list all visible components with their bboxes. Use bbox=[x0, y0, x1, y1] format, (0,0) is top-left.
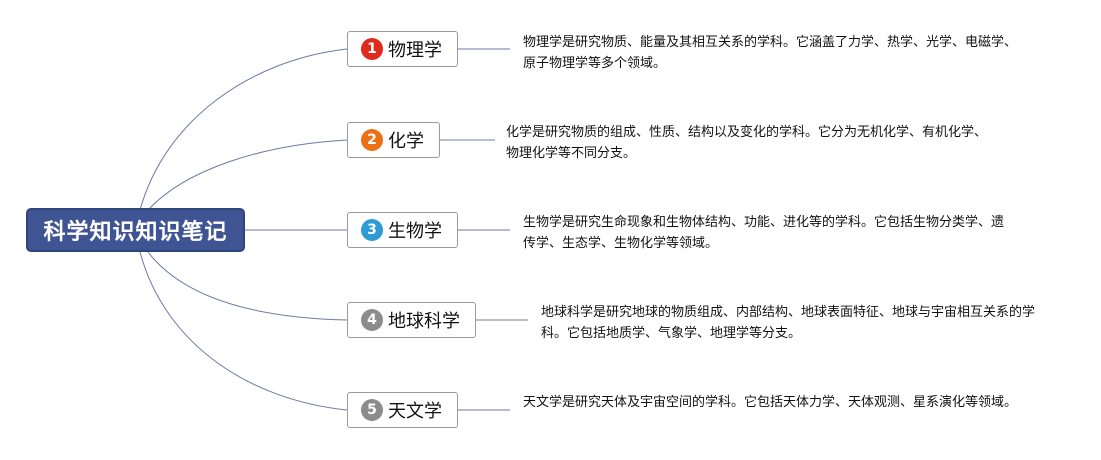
root-topic[interactable]: 科学知识知识笔记 bbox=[26, 208, 245, 252]
branch-label: 天文学 bbox=[388, 401, 442, 422]
branch-astronomy[interactable]: 5 天文学 bbox=[347, 392, 458, 428]
branch-label: 地球科学 bbox=[388, 311, 460, 332]
connector-root-branch-2 bbox=[147, 139, 348, 211]
branch-label: 物理学 bbox=[388, 40, 442, 61]
branch-number-badge: 4 bbox=[361, 309, 383, 331]
branch-physics-description: 物理学是研究物质、能量及其相互关系的学科。它涵盖了力学、热学、光学、电磁学、原子… bbox=[523, 35, 1018, 71]
branch-physics[interactable]: 1 物理学 bbox=[347, 31, 458, 67]
connector-root-branch-4 bbox=[147, 251, 348, 321]
branch-earth-science-description: 地球科学是研究地球的物质组成、内部结构、地球表面特征、地球与宇宙相互关系的学科。… bbox=[541, 305, 1036, 341]
branch-number-badge: 2 bbox=[361, 129, 383, 151]
branch-number-badge: 5 bbox=[361, 399, 383, 421]
branch-chemistry[interactable]: 2 化学 bbox=[347, 122, 440, 158]
branch-label: 生物学 bbox=[388, 221, 442, 242]
connector-root-branch-1 bbox=[139, 48, 348, 211]
connector-root-branch-5 bbox=[139, 251, 348, 411]
branch-number-badge: 3 bbox=[361, 219, 383, 241]
branch-biology[interactable]: 3 生物学 bbox=[347, 212, 458, 248]
branch-chemistry-description: 化学是研究物质的组成、性质、结构以及变化的学科。它分为无机化学、有机化学、物理化… bbox=[506, 125, 988, 161]
branch-biology-description: 生物学是研究生命现象和生物体结构、功能、进化等的学科。它包括生物分类学、遗传学、… bbox=[523, 215, 1005, 251]
root-title: 科学知识知识笔记 bbox=[43, 220, 228, 245]
branch-astronomy-description: 天文学是研究天体及宇宙空间的学科。它包括天体力学、天体观测、星系演化等领域。 bbox=[523, 395, 1018, 410]
branch-earth-science[interactable]: 4 地球科学 bbox=[347, 302, 476, 338]
branch-number-badge: 1 bbox=[361, 38, 383, 60]
branch-label: 化学 bbox=[388, 131, 424, 152]
